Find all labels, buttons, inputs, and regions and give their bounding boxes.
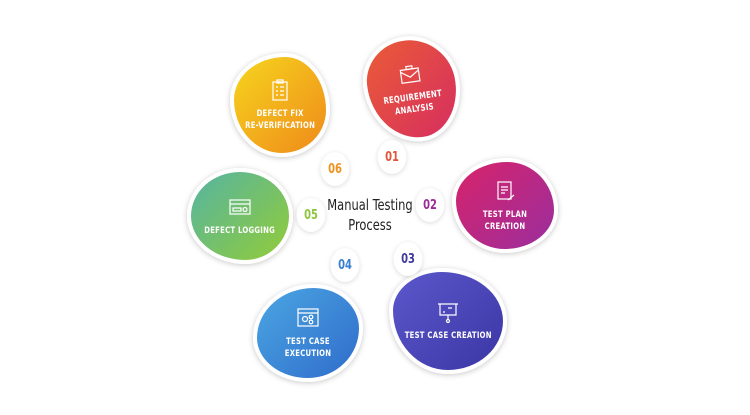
browser-gears-icon: [297, 308, 319, 327]
step-defect-logging: DEFECT LOGGING: [187, 168, 293, 264]
step-test-case-execution: TEST CASE EXECUTION: [253, 284, 363, 382]
step-label: REQUIREMENT ANALYSIS: [383, 88, 444, 118]
step-number-06: 06: [320, 152, 350, 186]
step-number-04: 04: [330, 248, 360, 282]
step-number-05: 05: [296, 198, 326, 232]
step-label: DEFECT LOGGING: [204, 226, 276, 236]
presentation-board-icon: [438, 303, 458, 324]
briefcase-icon: [399, 65, 421, 84]
step-test-case-creation: TEST CASE CREATION: [389, 268, 507, 374]
document-pen-icon: [497, 180, 515, 200]
step-number-01: 01: [377, 140, 407, 174]
diagram-title: Manual Testing Process: [327, 196, 413, 234]
step-number-03: 03: [393, 242, 423, 276]
step-label: DEFECT FIX RE-VERIFICATION: [245, 109, 315, 131]
step-requirement-analysis: REQUIREMENT ANALYSIS: [357, 29, 467, 149]
step-label: TEST PLAN CREATION: [482, 209, 528, 232]
step-label: TEST CASE EXECUTION: [284, 337, 332, 359]
step-number-02: 02: [415, 188, 445, 222]
step-label: TEST CASE CREATION: [404, 331, 492, 341]
credit-card-icon: [229, 199, 251, 215]
clipboard-checklist-icon: [272, 79, 288, 101]
step-defect-fix-reverification: DEFECT FIX RE-VERIFICATION: [230, 53, 330, 157]
step-test-plan-creation: TEST PLAN CREATION: [452, 158, 558, 253]
